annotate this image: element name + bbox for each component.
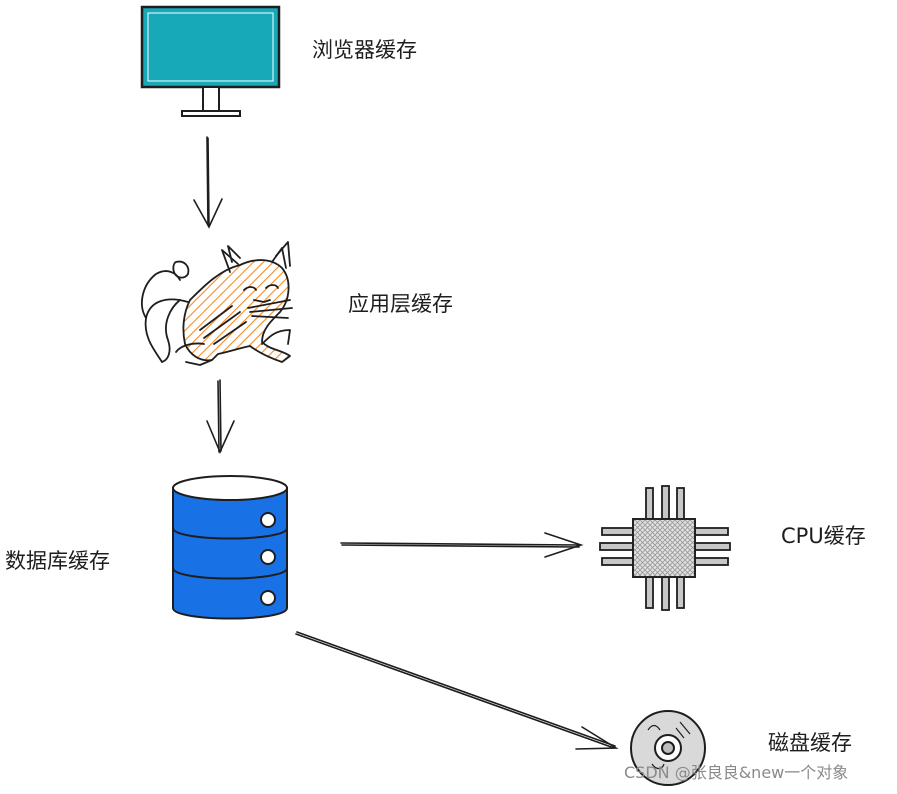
disk-cache-label: 磁盘缓存: [768, 731, 852, 755]
disk-icon: [630, 710, 706, 786]
arrow-app-to-database: [206, 379, 235, 455]
browser-cache-label: 浏览器缓存: [312, 38, 417, 62]
app-cache-label: 应用层缓存: [348, 292, 453, 316]
cpu-chip-icon: [599, 485, 731, 611]
database-icon: [172, 475, 288, 620]
monitor-icon: [140, 5, 281, 117]
arrow-browser-to-app: [193, 136, 223, 229]
arrow-database-to-cpu: [340, 532, 584, 558]
arrow-database-to-disk: [295, 631, 619, 750]
tomcat-cat-icon: [141, 241, 293, 366]
cpu-cache-label: CPU缓存: [781, 524, 866, 548]
database-cache-label: 数据库缓存: [5, 549, 110, 573]
watermark: CSDN @张良良&new一个对象: [624, 763, 849, 782]
